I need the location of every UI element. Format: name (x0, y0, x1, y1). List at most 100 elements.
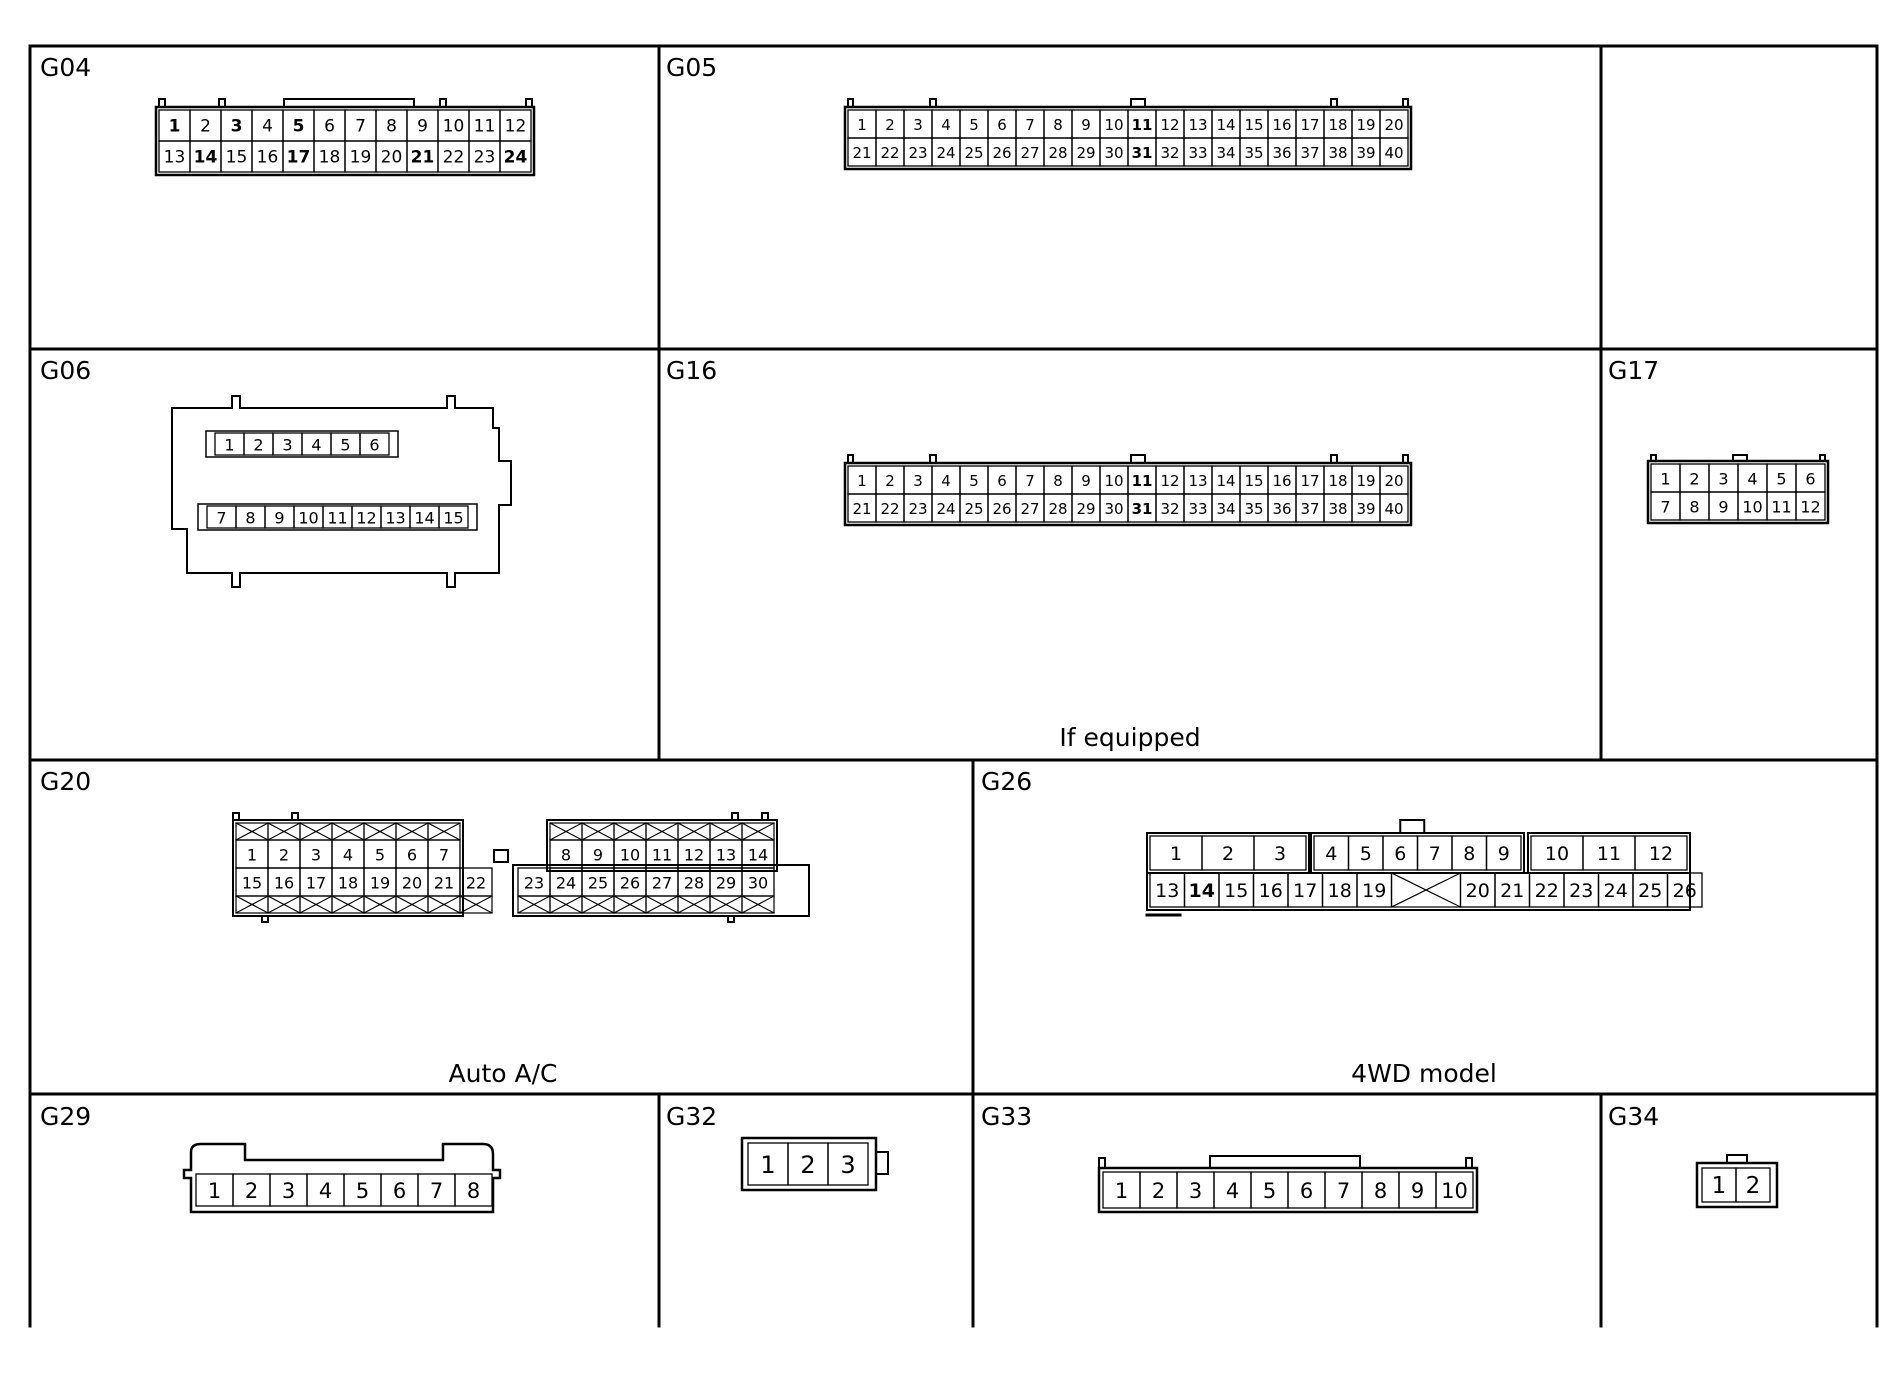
pin-label: 15 (226, 148, 248, 168)
pin-label: 27 (1020, 500, 1039, 518)
pin-label: 7 (430, 1179, 443, 1203)
pin-label: 25 (964, 144, 983, 162)
pin-label: 15 (1244, 472, 1263, 490)
blocked-cell-mark (581, 895, 615, 914)
panel-label-g04: G04 (40, 53, 92, 82)
pin-label: 6 (1300, 1179, 1313, 1203)
blocked-cell-mark (363, 822, 397, 841)
pin-label: 6 (393, 1179, 406, 1203)
pin-label: 14 (1216, 472, 1235, 490)
pin-cell (1379, 137, 1409, 167)
pin-label: 14 (1189, 880, 1215, 902)
pin-label: 10 (620, 846, 640, 865)
pin-label: 7 (1025, 472, 1035, 490)
pin-label: 22 (443, 148, 465, 168)
pin-label: 31 (1132, 144, 1153, 162)
pin-label: 1 (760, 1151, 775, 1179)
pin-label: 2 (1689, 470, 1699, 489)
pin-label: 4 (311, 436, 321, 455)
pin-label: 5 (1360, 843, 1372, 865)
pin-label: 13 (164, 148, 186, 168)
pin-label: 16 (1259, 880, 1283, 902)
pin-label: 23 (474, 148, 496, 168)
pin-label: 17 (1300, 116, 1319, 134)
pin-label: 8 (1689, 498, 1699, 517)
pin-label: 9 (274, 509, 284, 528)
pin-label: 38 (1328, 144, 1347, 162)
locking-tab (1402, 98, 1409, 108)
pin-label: 39 (1356, 144, 1375, 162)
pin-label: 6 (369, 436, 379, 455)
locking-tab (1209, 1155, 1361, 1169)
pin-label: 35 (1244, 144, 1263, 162)
pin-label: 23 (908, 144, 927, 162)
locking-tab (261, 915, 269, 923)
pin-label: 28 (684, 874, 704, 893)
pin-label: 19 (370, 874, 390, 893)
pin-label: 32 (1160, 144, 1179, 162)
pin-label: 8 (245, 509, 255, 528)
pin-label: 2 (1152, 1179, 1165, 1203)
blocked-cell-mark (427, 822, 461, 841)
pin-label: 13 (1188, 472, 1207, 490)
blocked-cell-mark (299, 895, 333, 914)
pin-label: 7 (216, 509, 226, 528)
pin-label: 19 (1356, 116, 1375, 134)
pin-label: 8 (1463, 843, 1475, 865)
connector-housing (843, 461, 1413, 527)
pin-label: 5 (969, 472, 979, 490)
pin-label: 8 (467, 1179, 480, 1203)
pin-label: 16 (257, 148, 279, 168)
pin-label: 5 (340, 436, 350, 455)
pin-label: 40 (1384, 144, 1403, 162)
pin-label: 2 (245, 1179, 258, 1203)
pin-label: 13 (1155, 880, 1179, 902)
pin-label: 34 (1216, 500, 1235, 518)
pin-cell (1379, 493, 1409, 523)
pin-label: 32 (1160, 500, 1179, 518)
connector-housing (1695, 1161, 1779, 1209)
connector-housing (512, 864, 810, 917)
pin-label: 22 (880, 144, 899, 162)
pin-label: 7 (1660, 498, 1670, 517)
pin-label: 25 (1638, 880, 1662, 902)
blocked-cell (459, 895, 493, 914)
pin-label: 11 (1132, 116, 1153, 134)
pin-label: 1 (169, 117, 181, 137)
panel-label-g34: G34 (1608, 1102, 1660, 1131)
pin-label: 26 (1673, 880, 1697, 902)
pin-label: 4 (1226, 1179, 1239, 1203)
pin-cell (1435, 1171, 1474, 1209)
pin-label: 24 (556, 874, 576, 893)
pin-label: 21 (852, 500, 871, 518)
pin-label: 3 (1274, 843, 1286, 865)
pin-label: 25 (964, 500, 983, 518)
pin-label: 10 (298, 509, 318, 528)
locking-tab (218, 98, 226, 108)
pin-label: 37 (1300, 500, 1319, 518)
pin-label: 12 (1160, 116, 1179, 134)
pin-label: 11 (474, 117, 496, 137)
locking-tab (1130, 454, 1146, 464)
blocked-cell-mark (363, 895, 397, 914)
pin-label: 10 (443, 117, 465, 137)
pin-label: 11 (327, 509, 347, 528)
pin-label: 30 (1104, 500, 1123, 518)
pin-label: 18 (1328, 880, 1352, 902)
locking-tab (439, 98, 447, 108)
pin-label: 29 (716, 874, 736, 893)
pin-label: 15 (1244, 116, 1263, 134)
pin-label: 3 (311, 846, 321, 865)
pin-label: 1 (857, 472, 867, 490)
pin-label: 1 (1115, 1179, 1128, 1203)
locking-tab (847, 454, 854, 464)
pin-label: 14 (1216, 116, 1235, 134)
pin-cell (438, 505, 469, 529)
locking-tab (291, 812, 299, 821)
pin-label: 12 (684, 846, 704, 865)
